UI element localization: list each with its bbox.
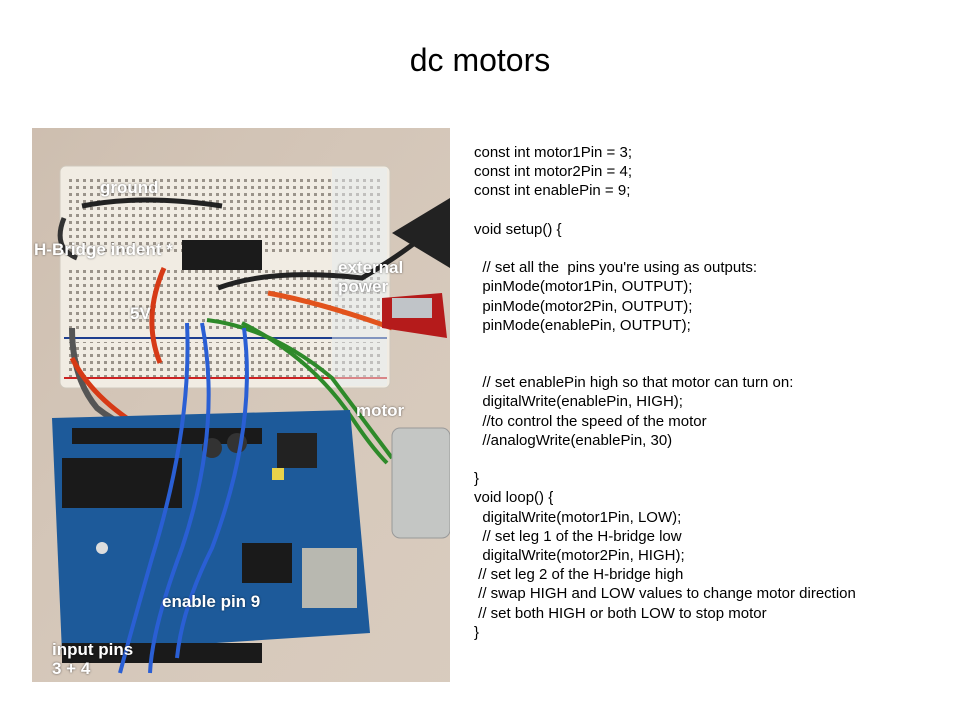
code-line: //analogWrite(enablePin, 30) xyxy=(474,431,673,449)
code-line: void setup() { xyxy=(474,220,562,238)
label-input-pins: input pins 3 + 4 xyxy=(52,640,134,678)
arduino-code-block: const int motor1Pin = 3; const int motor2… xyxy=(474,143,944,642)
label-external-power: external power xyxy=(338,258,404,296)
arduino-board xyxy=(52,410,370,663)
code-line xyxy=(474,239,944,258)
breadboard xyxy=(59,165,391,389)
code-line xyxy=(474,450,944,469)
code-line: digitalWrite(motor2Pin, HIGH); xyxy=(474,546,685,564)
slide-title: dc motors xyxy=(409,42,551,78)
code-line: digitalWrite(enablePin, HIGH); xyxy=(474,393,683,411)
label-hbridge: H-Bridge indent * xyxy=(34,240,173,259)
code-line: // set leg 2 of the H-bridge high xyxy=(474,566,684,584)
code-line: const int motor2Pin = 4; xyxy=(474,163,632,181)
code-line: // swap HIGH and LOW values to change mo… xyxy=(474,585,856,603)
label-enable-pin: enable pin 9 xyxy=(162,592,261,611)
code-line: const int motor1Pin = 3; xyxy=(474,144,632,161)
code-line: // set enablePin high so that motor can … xyxy=(474,374,794,392)
code-line: //to control the speed of the motor xyxy=(474,412,707,430)
code-line: void loop() { xyxy=(474,489,554,507)
code-line xyxy=(474,201,944,220)
code-line: // set all the pins you're using as outp… xyxy=(474,259,758,277)
code-line: pinMode(motor1Pin, OUTPUT); xyxy=(474,278,693,296)
label-ground: ground xyxy=(100,178,159,197)
code-line: digitalWrite(motor1Pin, LOW); xyxy=(474,508,682,526)
code-line: const int enablePin = 9; xyxy=(474,182,631,200)
code-line xyxy=(474,354,944,373)
breadboard-arduino-photo: ground H-Bridge indent * external power … xyxy=(32,128,450,682)
code-line: } xyxy=(474,470,480,488)
code-line: pinMode(motor2Pin, OUTPUT); xyxy=(474,297,693,315)
label-motor: motor xyxy=(356,401,405,420)
code-line: pinMode(enablePin, OUTPUT); xyxy=(474,316,691,334)
code-line: // set both HIGH or both LOW to stop mot… xyxy=(474,604,767,622)
code-line: // set leg 1 of the H-bridge low xyxy=(474,527,682,545)
code-line: } xyxy=(474,623,480,641)
label-5v: 5V xyxy=(130,304,151,323)
code-line xyxy=(474,335,944,354)
